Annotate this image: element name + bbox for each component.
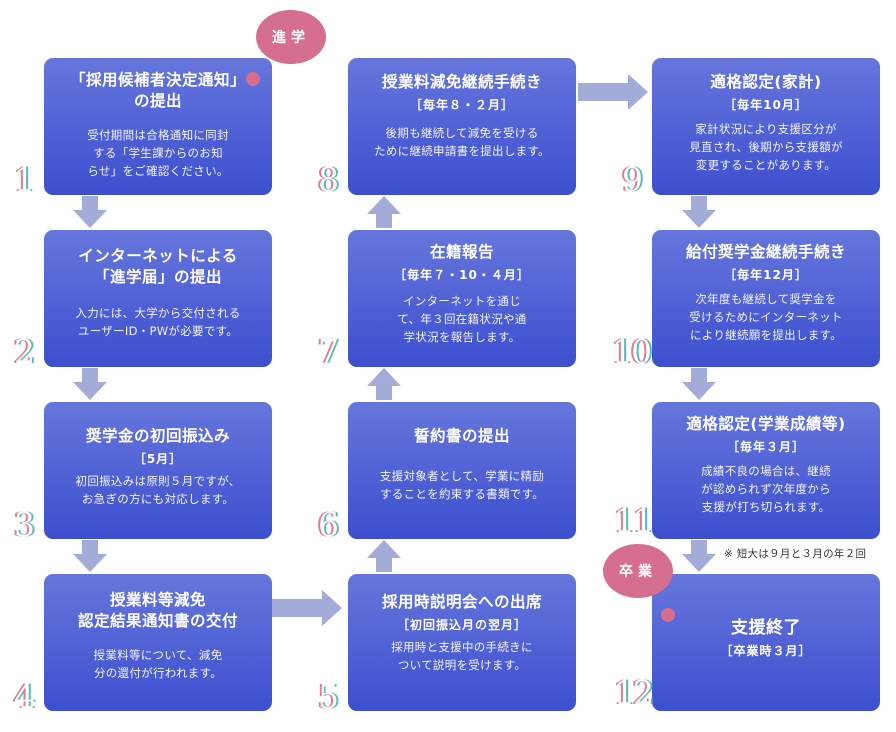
arrow-up-icon xyxy=(367,196,401,228)
step-12: 支援終了 ［卒業時３月］ xyxy=(652,574,880,711)
step-number: 8 xyxy=(318,160,339,199)
arrow-down-icon xyxy=(682,540,716,572)
step-period: ［5月］ xyxy=(133,452,183,466)
step-desc: 次年度も継続して奨学金を 受けるためにインターネット により継続願を提出します。 xyxy=(689,292,843,342)
step-desc: 初回振込みは原則５月ですが、 お急ぎの方にも対応します。 xyxy=(75,474,241,506)
step-title: 適格認定(家計) xyxy=(710,73,822,91)
step-title: 在籍報告 xyxy=(429,243,494,261)
arrow-down-icon xyxy=(682,368,716,400)
arrow-right-icon xyxy=(578,74,648,110)
step-title: 奨学金の初回振込み xyxy=(85,427,230,445)
arrow-right-icon xyxy=(272,590,342,626)
arrow-up-icon xyxy=(367,368,401,400)
step-number: 5 xyxy=(318,677,339,716)
start-tag: 進学 xyxy=(256,10,326,64)
arrow-up-icon xyxy=(367,540,401,572)
step-desc: 成績不良の場合は、継続 が認められず次年度から 支援が打ち切られます。 xyxy=(701,464,831,514)
end-tag-dot xyxy=(661,608,675,622)
step-6: 誓約書の提出 支援対象者として、学業に精励 することを約束する書類です。 xyxy=(348,402,576,539)
step-desc: 支援対象者として、学業に精励 することを約束する書類です。 xyxy=(379,469,545,501)
step-number: 1 xyxy=(14,160,35,199)
step-11: 適格認定(学業成績等) ［毎年３月］ 成績不良の場合は、継続 が認められず次年度… xyxy=(652,402,880,539)
start-tag-dot xyxy=(246,72,260,86)
end-tag: 卒業 xyxy=(603,544,673,598)
step-title: 誓約書の提出 xyxy=(413,427,510,445)
arrow-down-icon xyxy=(73,196,107,228)
step-desc: 授業料等について、減免 分の還付が行われます。 xyxy=(93,648,223,680)
step-number: 7 xyxy=(318,332,339,371)
step-desc: 採用時と支援中の手続きに ついて説明を受けます。 xyxy=(391,640,533,672)
step-1: 「採用候補者決定通知」 の提出 受付期間は合格通知に同封 する「学生課からのお知… xyxy=(44,58,272,195)
arrow-down-icon xyxy=(682,196,716,228)
step-period: ［毎年３月］ xyxy=(726,440,805,454)
step-9: 適格認定(家計) ［毎年10月］ 家計状況により支援区分が 見直され、後期から支… xyxy=(652,58,880,195)
footnote: ※ 短大は９月と３月の年２回 xyxy=(724,548,867,560)
step-7: 在籍報告 ［毎年７・10・４月］ インターネットを通じ て、年３回在籍状況や通 … xyxy=(348,230,576,367)
step-title: インターネットによる 「進学届」の提出 xyxy=(78,247,238,286)
step-8: 授業料減免継続手続き ［毎年８・２月］ 後期も継続して減免を受ける ために継続申… xyxy=(348,58,576,195)
step-title: 給付奨学金継続手続き xyxy=(685,243,846,261)
step-title: 適格認定(学業成績等) xyxy=(686,415,846,433)
step-number: 6 xyxy=(318,505,339,544)
step-title: 授業料等減免 認定結果通知書の交付 xyxy=(77,591,238,630)
step-title: 支援終了 xyxy=(731,618,801,638)
step-desc: 後期も継続して減免を受ける ために継続申請書を提出します。 xyxy=(374,126,550,158)
step-number: 2 xyxy=(14,332,35,371)
step-number: 11 xyxy=(614,501,654,540)
step-period: ［毎年８・２月］ xyxy=(409,98,514,112)
step-number: 4 xyxy=(14,677,35,716)
step-period: ［卒業時３月］ xyxy=(720,644,812,658)
step-desc: インターネットを通じ て、年３回在籍状況や通 学状況を報告します。 xyxy=(397,294,527,344)
step-3: 奨学金の初回振込み ［5月］ 初回振込みは原則５月ですが、 お急ぎの方にも対応し… xyxy=(44,402,272,539)
step-2: インターネットによる 「進学届」の提出 入力には、大学から交付される ユーザーI… xyxy=(44,230,272,367)
step-number: 12 xyxy=(614,673,654,712)
step-title: 「採用候補者決定通知」 の提出 xyxy=(69,71,246,110)
step-desc: 受付期間は合格通知に同封 する「学生課からのお知 らせ」をご確認ください。 xyxy=(87,128,229,178)
arrow-down-icon xyxy=(73,368,107,400)
step-number: 3 xyxy=(14,505,35,544)
step-5: 採用時説明会への出席 ［初回振込月の翌月］ 採用時と支援中の手続きに ついて説明… xyxy=(348,574,576,711)
step-period: ［毎年７・10・４月］ xyxy=(394,268,530,282)
step-4: 授業料等減免 認定結果通知書の交付 授業料等について、減免 分の還付が行われます… xyxy=(44,574,272,711)
arrow-down-icon xyxy=(73,540,107,572)
step-title: 採用時説明会への出席 xyxy=(381,593,542,611)
step-number: 9 xyxy=(622,160,643,199)
step-number: 10 xyxy=(612,332,652,371)
step-title: 授業料減免継続手続き xyxy=(381,73,542,91)
step-desc: 入力には、大学から交付される ユーザーID・PWが必要です。 xyxy=(75,306,241,338)
step-desc: 家計状況により支援区分が 見直され、後期から支援額が 変更することがあります。 xyxy=(689,122,843,172)
step-period: ［初回振込月の翌月］ xyxy=(396,618,527,632)
step-period: ［毎年12月］ xyxy=(724,268,808,282)
step-period: ［毎年10月］ xyxy=(724,98,808,112)
step-10: 給付奨学金継続手続き ［毎年12月］ 次年度も継続して奨学金を 受けるためにイン… xyxy=(652,230,880,367)
